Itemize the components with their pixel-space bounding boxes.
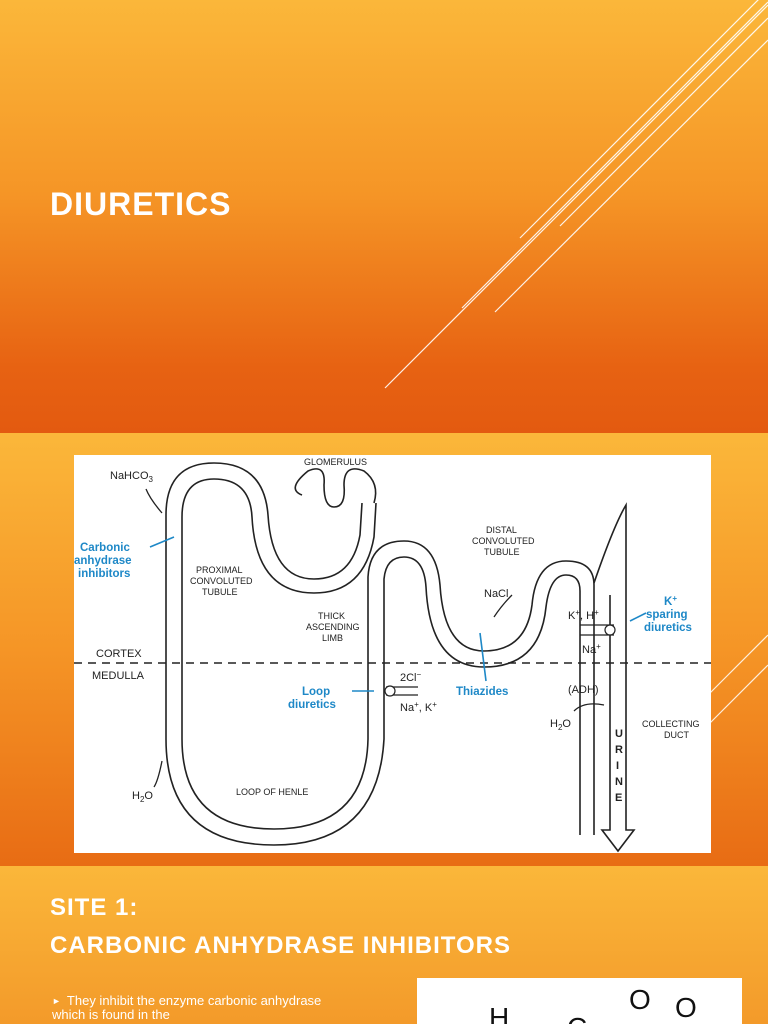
chemical-structure-image: H C O O xyxy=(417,978,742,1024)
h2o-right-arrow xyxy=(573,703,605,712)
pct-label-3: TUBULE xyxy=(202,587,238,597)
ksparing-label-2: sparing xyxy=(646,609,688,621)
nephron-svg: NaHCO3 GLOMERULUS PROXIMAL CONVOLUTED TU… xyxy=(74,457,711,853)
dct-label-3: TUBULE xyxy=(484,547,520,557)
collecting-duct-label-2: DUCT xyxy=(664,730,689,740)
carbonic-label-1: Carbonic xyxy=(80,542,130,554)
carbonic-label-2: anhydrase xyxy=(74,555,132,567)
bullet-item: ►They inhibit the enzyme carbonic anhydr… xyxy=(52,994,352,1022)
slide-title: DIURETICS xyxy=(50,186,232,222)
proximal-tubule-inner xyxy=(181,478,377,739)
chem-h: H xyxy=(489,1002,510,1024)
ascending-limb-outer xyxy=(367,540,595,835)
thick-label-3: LIMB xyxy=(322,633,343,643)
loop-label-1: Loop xyxy=(302,686,330,698)
h2o-right-label: H2O xyxy=(550,718,571,732)
loop-of-henle-label: LOOP OF HENLE xyxy=(236,787,308,797)
loop-label-2: diuretics xyxy=(288,699,336,711)
nacl-arrow xyxy=(493,594,513,618)
medulla-label: MEDULLA xyxy=(92,670,145,682)
nacl-label: NaCl xyxy=(484,588,508,600)
bullet-triangle-icon: ► xyxy=(52,996,61,1006)
dct-label-1: DISTAL xyxy=(486,525,517,535)
h2o-left-label: H2O xyxy=(132,790,153,804)
loop-of-henle-inner xyxy=(181,738,369,830)
nephron-diagram: NaHCO3 GLOMERULUS PROXIMAL CONVOLUTED TU… xyxy=(74,455,711,853)
thick-label-2: ASCENDING xyxy=(306,622,360,632)
svg-text:R: R xyxy=(615,744,623,756)
svg-text:N: N xyxy=(615,776,623,788)
nephron-slide: NaHCO3 GLOMERULUS PROXIMAL CONVOLUTED TU… xyxy=(0,433,768,866)
two-cl-label: 2Cl− xyxy=(400,670,422,684)
pct-label-1: PROXIMAL xyxy=(196,565,243,575)
site1-slide: SITE 1: CARBONIC ANHYDRASE INHIBITORS ►T… xyxy=(0,866,768,1024)
nahco3-arrow xyxy=(145,488,163,514)
svg-text:I: I xyxy=(616,760,619,772)
k-h-label: K+, H+ xyxy=(568,608,599,622)
bullet-text: They inhibit the enzyme carbonic anhydra… xyxy=(52,993,322,1022)
decorative-lines xyxy=(699,634,768,734)
ksparing-label-3: diuretics xyxy=(644,622,692,634)
na-k-label: Na+, K+ xyxy=(400,700,437,714)
svg-text:E: E xyxy=(615,792,622,804)
loop-of-henle-outer xyxy=(165,738,385,846)
urine-label: U R I N E xyxy=(615,728,623,804)
chem-c: C xyxy=(567,1012,587,1024)
chem-o1: O xyxy=(629,984,651,1015)
glomerulus-label: GLOMERULUS xyxy=(304,457,367,467)
chem-o2: O xyxy=(675,992,697,1023)
thiazides-label: Thiazides xyxy=(456,686,508,698)
cortex-label: CORTEX xyxy=(96,648,142,660)
slide-title-line1: SITE 1: xyxy=(50,894,139,921)
na-distal-label: Na+ xyxy=(582,642,601,656)
svg-text:U: U xyxy=(615,728,623,740)
proximal-tubule-outer xyxy=(165,462,363,739)
thick-label-1: THICK xyxy=(318,611,345,621)
adh-label: (ADH) xyxy=(568,684,599,696)
h2o-left-arrow xyxy=(153,760,163,788)
nahco3-label: NaHCO3 xyxy=(110,470,154,484)
slide-title-line2: CARBONIC ANHYDRASE INHIBITORS xyxy=(50,932,512,959)
ksparing-label-1: K+ xyxy=(664,594,677,608)
title-slide: DIURETICS xyxy=(0,0,768,433)
pct-label-2: CONVOLUTED xyxy=(190,576,253,586)
urine-arrow xyxy=(600,815,636,853)
decorative-lines xyxy=(384,0,768,389)
collecting-duct-label-1: COLLECTING xyxy=(642,719,700,729)
dct-label-2: CONVOLUTED xyxy=(472,536,535,546)
glomerulus xyxy=(294,468,377,508)
carbonic-label-3: inhibitors xyxy=(78,568,130,580)
collecting-duct-outer xyxy=(593,502,627,815)
